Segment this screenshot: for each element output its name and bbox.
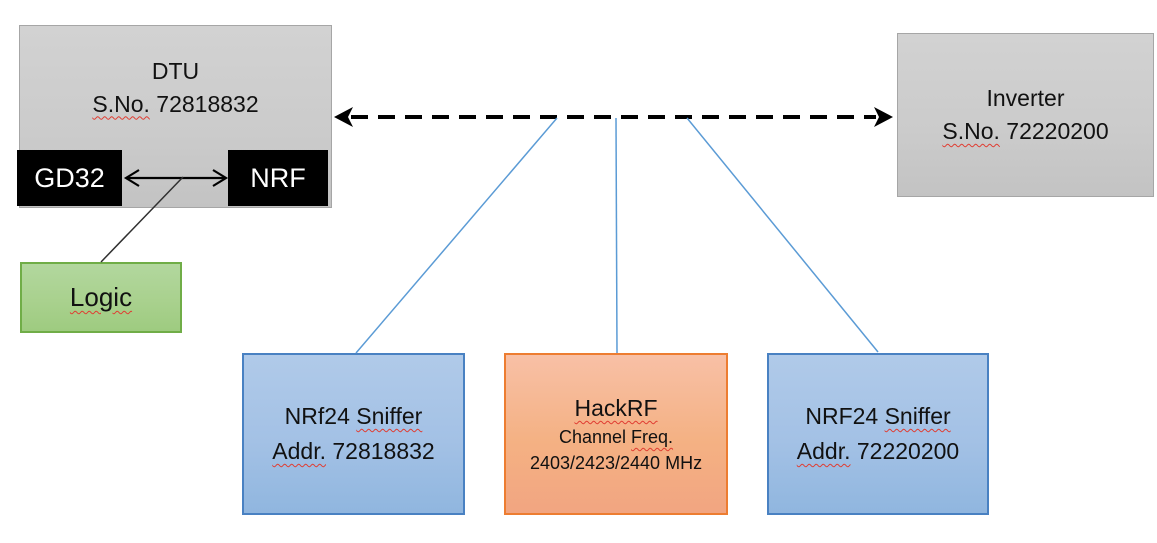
sniffer-left-prefix: NRf24 [284,403,350,429]
hackrf-freq-word: Freq. [631,427,674,447]
inverter-box: Inverter S.No. 72220200 [897,33,1154,197]
sniffer-left-addr-label: Addr. [272,438,326,464]
sniffer-right-box: NRF24 Sniffer Addr. 72220200 [767,353,989,515]
dtu-label: DTU S.No. 72818832 [19,25,332,150]
sniffer-left-word: Sniffer [356,403,423,429]
nrf-chip: NRF [228,150,328,206]
sniffer-right-addr-label: Addr. [796,438,851,464]
hackrf-channel-word: Channel [558,427,627,447]
sniffer-right-addr: Addr. 72220200 [797,434,959,469]
hackrf-channel-line: Channel Freq. [559,424,673,450]
sniffer-left-name: NRf24 Sniffer [285,399,423,434]
rf-link-dashed-arrow [334,107,893,127]
gd32-chip: GD32 [17,150,122,206]
dtu-serial-label: S.No. [92,90,150,117]
hackrf-frequencies: 2403/2423/2440 MHz [529,453,703,473]
inverter-title: Inverter [986,85,1065,111]
dtu-serial: S.No. 72818832 [92,88,258,121]
inverter-serial-label: S.No. [942,118,1000,144]
sniffer-left-addr-number: 72818832 [332,438,435,464]
sniffer-right-addr-number: 72220200 [856,438,960,464]
sniffer-right-name: NRF24 Sniffer [805,399,950,434]
inverter-serial: S.No. 72220200 [942,115,1108,148]
nrf-chip-label: NRF [250,162,306,193]
sniffer-right-connector [686,117,879,353]
logic-label: Logic [69,282,133,312]
hackrf-box: HackRF Channel Freq. 2403/2423/2440 MHz [504,353,728,515]
sniffer-left-box: NRf24 Sniffer Addr. 72818832 [242,353,465,515]
hackrf-connector [615,117,618,354]
dtu-title: DTU [151,57,200,84]
sniffer-right-prefix: NRF24 [805,403,879,429]
sniffer-right-word: Sniffer [884,403,951,429]
logic-box: Logic [20,262,182,333]
hackrf-title: HackRF [574,395,658,421]
gd32-chip-label: GD32 [34,162,105,193]
dtu-serial-number: 72818832 [156,90,259,117]
sniffer-left-connector [355,117,558,354]
sniffer-left-addr: Addr. 72818832 [272,434,434,469]
inverter-serial-number: 72220200 [1006,118,1109,144]
